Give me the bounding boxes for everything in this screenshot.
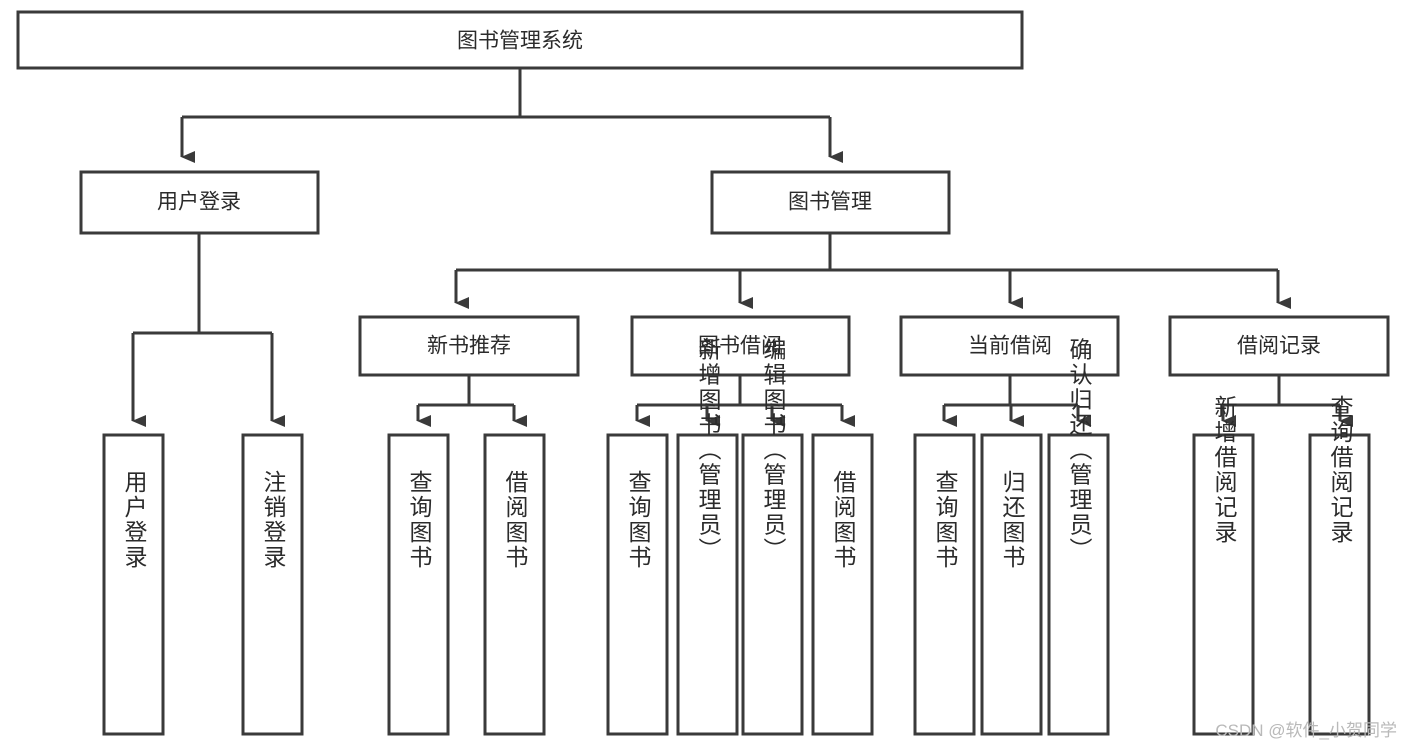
leaf-current-borrow-1[interactable]: 归还图书 [980,433,1043,736]
leaf-user-login-1[interactable]: 注销登录 [241,433,304,736]
leaf-user-login-0-label: 用户登录 [121,470,148,570]
connector-user-login-to-leaves [131,233,285,427]
leaf-new-book-recommend-0-label: 查询图书 [406,470,433,570]
leaf-borrow-record-0[interactable]: 新增借阅记录 [1192,395,1255,736]
node-user-login-label: 用户登录 [157,191,241,214]
leaf-book-borrow-0[interactable]: 查询图书 [606,433,669,736]
leaf-new-book-recommend-1[interactable]: 借阅图书 [483,433,546,736]
leaf-current-borrow-1-label: 归还图书 [999,470,1026,570]
leaf-user-login-1-label: 注销登录 [260,470,287,570]
node-new-book-recommend-label: 新书推荐 [427,335,511,358]
leaf-book-borrow-0-label: 查询图书 [625,470,652,570]
connector-book-manage-to-level3 [454,233,1291,309]
node-user-login[interactable]: 用户登录 [79,170,320,235]
node-root-system[interactable]: 图书管理系统 [16,10,1024,70]
leaf-current-borrow-2[interactable]: 确认归还（管理员） [1047,338,1110,736]
leaf-current-borrow-0[interactable]: 查询图书 [913,433,976,736]
leaf-book-borrow-1-label: 新增图书（管理员） [695,338,722,563]
node-current-borrow[interactable]: 当前借阅 [899,315,1120,377]
leaf-new-book-recommend-0[interactable]: 查询图书 [387,433,450,736]
leaf-book-borrow-3-label: 借阅图书 [830,470,857,570]
leaf-borrow-record-1-label: 查询借阅记录 [1327,395,1354,545]
connector-current-borrow-to-leaves [942,375,1091,427]
node-book-borrow-label: 图书借阅 [698,335,782,358]
leaf-book-borrow-1[interactable]: 新增图书（管理员） [676,338,739,736]
watermark-text: CSDN @软件_小贺同学 [1215,721,1397,740]
node-book-management-label: 图书管理 [788,191,872,214]
node-borrow-record[interactable]: 借阅记录 [1168,315,1390,377]
node-root-system-label: 图书管理系统 [457,30,583,53]
leaf-new-book-recommend-1-label: 借阅图书 [502,470,529,570]
node-new-book-recommend[interactable]: 新书推荐 [358,315,580,377]
leaf-book-borrow-3[interactable]: 借阅图书 [811,433,874,736]
connector-root-to-level2 [180,68,843,163]
leaf-current-borrow-0-label: 查询图书 [932,470,959,570]
connector-book-borrow-to-leaves [635,375,855,427]
node-borrow-record-label: 借阅记录 [1237,335,1321,358]
connector-new-book-to-leaves [416,375,527,427]
leaf-current-borrow-2-label: 确认归还（管理员） [1066,338,1093,563]
leaf-user-login-0[interactable]: 用户登录 [102,433,165,736]
connector-borrow-record-to-leaves [1221,375,1353,427]
leaf-borrow-record-1[interactable]: 查询借阅记录 [1308,395,1371,736]
leaf-book-borrow-2-label: 编辑图书（管理员） [760,338,787,563]
node-current-borrow-label: 当前借阅 [968,335,1052,358]
node-book-management[interactable]: 图书管理 [710,170,951,235]
leaf-borrow-record-0-label: 新增借阅记录 [1211,395,1238,545]
node-book-borrow[interactable]: 图书借阅 [630,315,851,377]
leaf-book-borrow-2[interactable]: 编辑图书（管理员） [741,338,804,736]
